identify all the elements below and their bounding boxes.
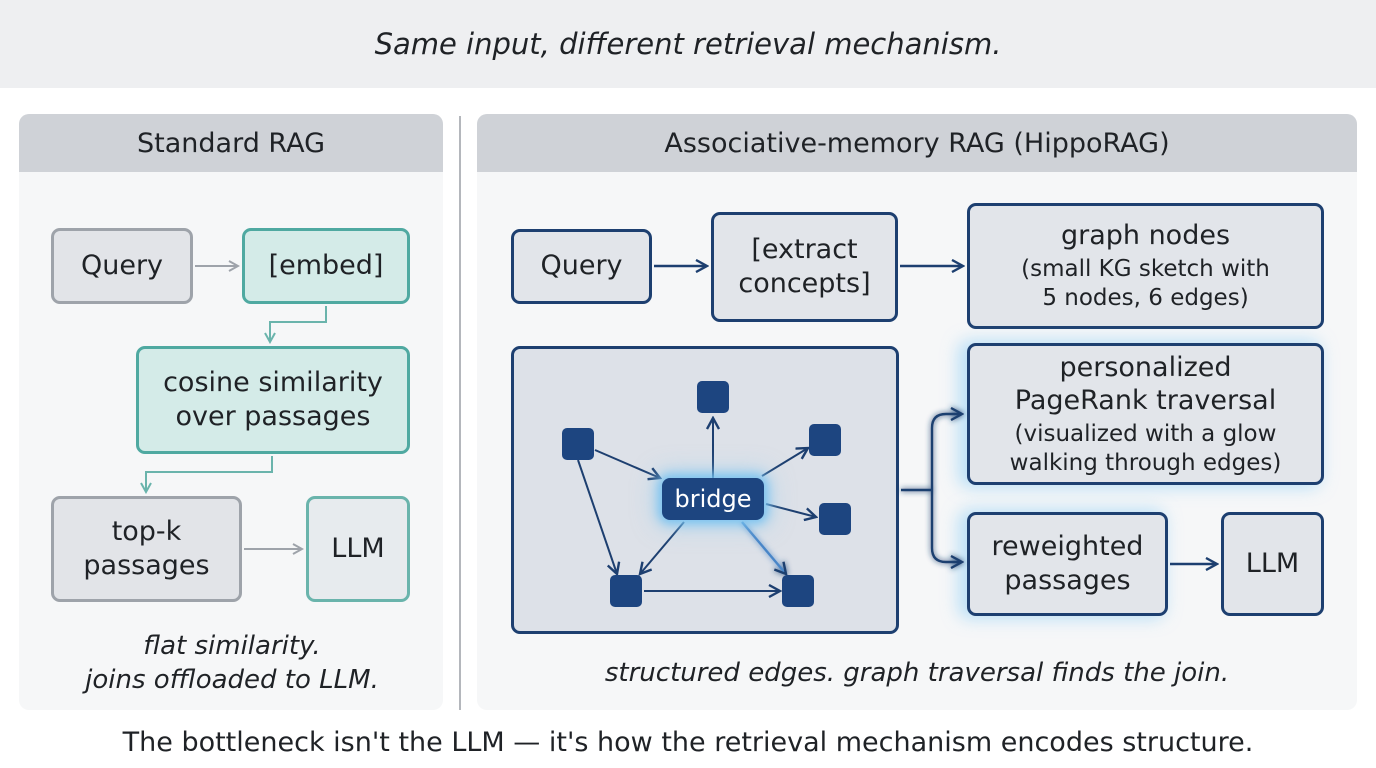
pagerank-detail-1: (visualized with a glow <box>1014 421 1277 447</box>
graph-nodes-detail-1: (small KG sketch with <box>1021 256 1270 283</box>
hipporag-title: Associative-memory RAG (HippoRAG) <box>664 127 1170 159</box>
left-query-label: Query <box>80 249 164 281</box>
footer-caption: The bottleneck isn't the LLM — it's how … <box>0 718 1376 766</box>
cosine-similarity-box: cosine similarity over passages <box>136 346 410 454</box>
right-query-box: Query <box>511 229 652 304</box>
graph-nodes-box: graph nodes (small KG sketch with 5 node… <box>967 203 1324 329</box>
pagerank-detail-2: walking through edges) <box>1009 449 1282 476</box>
bridge-label: bridge <box>674 485 752 513</box>
left-caption-line-2: joins offloaded to LLM. <box>85 664 379 695</box>
topk-line-2: passages <box>83 550 210 581</box>
header-title: Same input, different retrieval mechanis… <box>374 27 1002 61</box>
extract-line-2: concepts] <box>738 268 871 299</box>
cosine-line-2: over passages <box>175 401 371 432</box>
bridge-node: bridge <box>662 478 764 520</box>
right-caption-text: structured edges. graph traversal finds … <box>604 658 1230 688</box>
reweighted-line-1: reweighted <box>991 531 1144 563</box>
left-caption: flat similarity. joins offloaded to LLM. <box>40 630 424 698</box>
embed-label: [embed] <box>268 249 384 281</box>
pagerank-title-1: personalized <box>1059 351 1232 383</box>
left-query-box: Query <box>51 228 193 304</box>
cosine-line-1: cosine similarity <box>163 367 383 399</box>
topk-passages-box: top-k passages <box>51 496 242 602</box>
right-llm-label: LLM <box>1245 547 1300 579</box>
embed-box: [embed] <box>242 228 410 304</box>
pagerank-title-2: PageRank traversal <box>1014 385 1277 417</box>
header-banner: Same input, different retrieval mechanis… <box>0 0 1376 88</box>
reweighted-line-2: passages <box>1004 565 1131 596</box>
reweighted-passages-box: reweighted passages <box>967 512 1168 616</box>
left-llm-box: LLM <box>306 496 410 602</box>
standard-rag-title: Standard RAG <box>137 127 325 159</box>
graph-nodes-title: graph nodes <box>1060 220 1231 252</box>
hipporag-header: Associative-memory RAG (HippoRAG) <box>477 114 1357 172</box>
right-query-label: Query <box>540 250 623 282</box>
right-llm-box: LLM <box>1221 512 1324 616</box>
extract-concepts-box: [extract concepts] <box>711 212 898 322</box>
topk-line-1: top-k <box>111 516 182 548</box>
footer-caption-text: The bottleneck isn't the LLM — it's how … <box>122 726 1254 758</box>
left-llm-label: LLM <box>331 532 385 564</box>
extract-line-1: [extract <box>751 234 858 266</box>
graph-nodes-detail-2: 5 nodes, 6 edges) <box>1042 284 1249 311</box>
right-caption: structured edges. graph traversal finds … <box>477 657 1357 691</box>
pagerank-box: personalized PageRank traversal (visuali… <box>967 343 1324 485</box>
left-caption-line-1: flat similarity. <box>143 631 321 661</box>
standard-rag-header: Standard RAG <box>19 114 443 172</box>
panel-divider <box>459 116 461 710</box>
